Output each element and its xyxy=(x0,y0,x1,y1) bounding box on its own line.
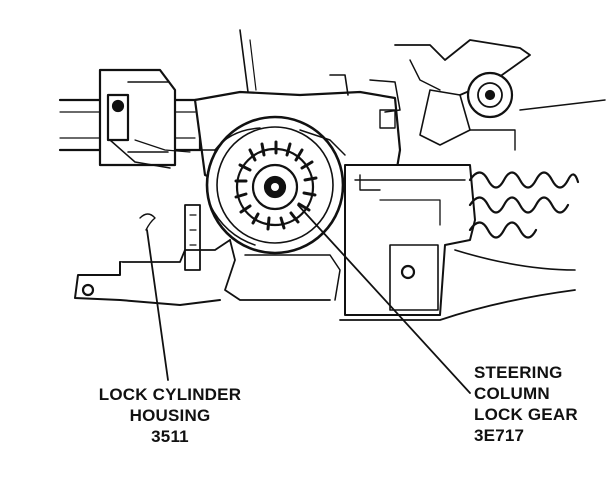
right-bracket xyxy=(339,164,576,321)
callout-line: COLUMN xyxy=(474,384,550,403)
callout-lock-cylinder-housing: LOCK CYLINDER HOUSING 3511 xyxy=(70,384,270,447)
lock-gear-assembly xyxy=(205,115,346,255)
leader-lines xyxy=(146,204,471,394)
leader-lock-gear xyxy=(297,204,471,394)
callout-steering-column-lock-gear: STEERING COLUMN LOCK GEAR 3E717 xyxy=(474,362,578,446)
callout-part-number: 3E717 xyxy=(474,426,525,445)
callout-line: HOUSING xyxy=(129,406,211,425)
return-spring xyxy=(468,171,580,239)
callout-line: LOCK CYLINDER xyxy=(98,385,242,404)
callout-line: STEERING xyxy=(474,363,563,382)
lock-cylinder-housing xyxy=(74,204,341,306)
callout-part-number: 3511 xyxy=(151,427,189,446)
callout-line: LOCK GEAR xyxy=(474,405,578,424)
steering-shaft xyxy=(58,68,202,169)
leader-lock-cylinder xyxy=(146,229,169,381)
upper-cam-assembly xyxy=(394,39,606,151)
